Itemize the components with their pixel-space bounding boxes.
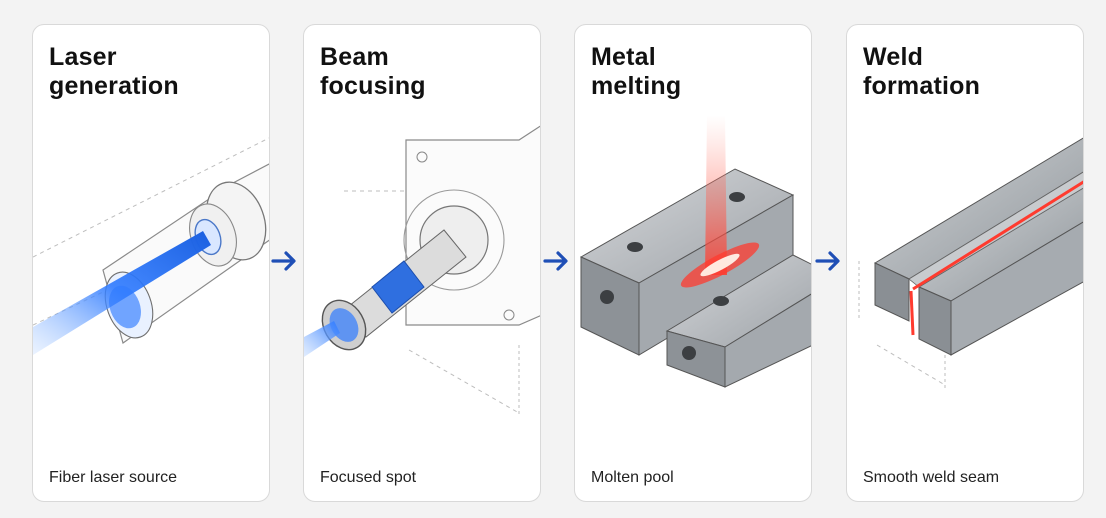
step-caption: Focused spot: [320, 469, 417, 486]
arrow-right-icon: [543, 251, 568, 271]
step-caption: Molten pool: [591, 469, 674, 486]
arrow-right-icon: [815, 251, 840, 271]
metal-melting-illustration: [579, 115, 811, 388]
step-card-weld-formation: Weld formation Smooth weld seam: [846, 24, 1084, 502]
step-card-laser-generation: Laser generation Fiber laser source: [32, 24, 270, 502]
focusing-lens-illustration: [304, 125, 540, 417]
step-title: Metal melting: [591, 43, 682, 100]
step-caption: Fiber laser source: [49, 469, 178, 486]
step-card-metal-melting: Metal melting Molten pool: [574, 24, 812, 502]
step-caption: Smooth weld seam: [863, 469, 1000, 486]
step-title: Laser generation: [49, 43, 179, 100]
weld-seam-illustration: [858, 137, 1083, 391]
step-title: Weld formation: [863, 43, 981, 100]
laser-source-illustration: [33, 137, 269, 355]
step-title: Beam focusing: [320, 43, 426, 100]
step-card-beam-focusing: Beam focusing Focused spot: [303, 24, 541, 502]
arrow-right-icon: [271, 251, 296, 271]
